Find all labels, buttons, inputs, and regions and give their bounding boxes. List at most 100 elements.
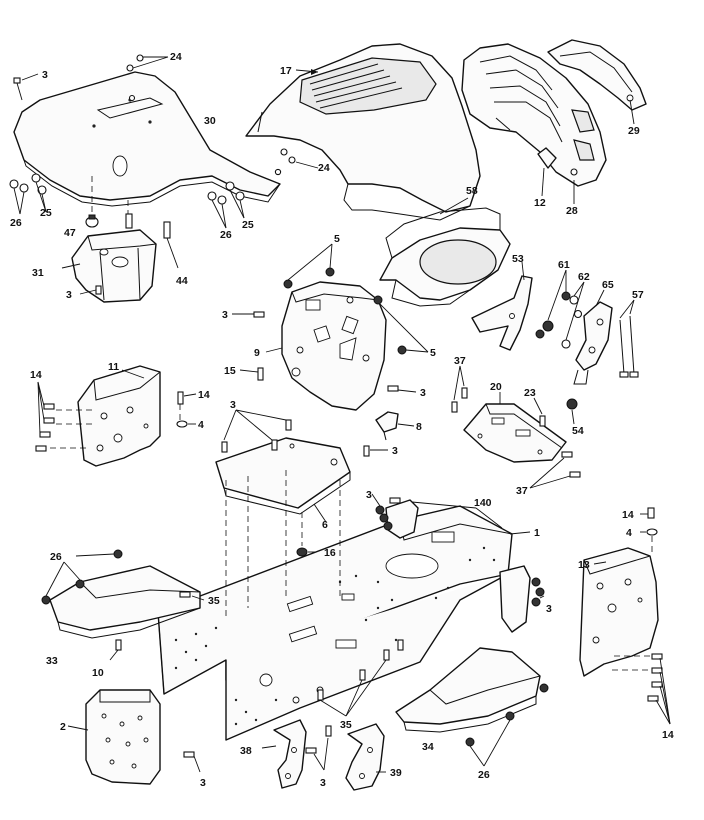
callout-10: 10 xyxy=(92,667,104,679)
callout-44: 44 xyxy=(176,275,188,287)
part-support-bracket-31 xyxy=(71,229,157,303)
callout-20: 20 xyxy=(490,381,502,393)
callout-35-left: 35 xyxy=(208,595,220,607)
callout-39: 39 xyxy=(390,767,402,779)
part-floor-plate-6 xyxy=(215,437,351,515)
callout-5-top: 5 xyxy=(334,233,340,245)
part-hood-panel-30 xyxy=(13,71,281,207)
nut-16 xyxy=(296,512,320,557)
callout-16: 16 xyxy=(324,547,336,559)
screw-10 xyxy=(109,639,122,661)
callout-53: 53 xyxy=(512,253,524,265)
screw-15 xyxy=(239,367,264,381)
part-hood-grille-17 xyxy=(245,43,481,221)
callout-15: 15 xyxy=(224,365,236,377)
callout-57: 57 xyxy=(632,289,644,301)
callout-3-top-left: 3 xyxy=(42,69,48,81)
callout-24-top: 24 xyxy=(170,51,182,63)
fasteners-61-62 xyxy=(535,269,585,349)
fasteners-3-frame xyxy=(371,493,401,531)
callout-65: 65 xyxy=(602,279,614,291)
callout-14-right-bottom: 14 xyxy=(662,729,674,741)
callout-14-left: 14 xyxy=(30,369,42,381)
callout-9: 9 xyxy=(254,347,260,359)
part-clip-12 xyxy=(537,147,557,197)
screw-23 xyxy=(533,397,546,427)
part-footrest-34 xyxy=(395,647,541,733)
callout-33: 33 xyxy=(46,655,58,667)
bolts-14-right xyxy=(612,653,671,725)
part-dash-panel-9 xyxy=(281,281,387,411)
callout-30: 30 xyxy=(204,115,216,127)
callout-24-right: 24 xyxy=(318,162,330,174)
part-nose-cap-29 xyxy=(547,39,647,111)
bolt-14-washer-4-right xyxy=(640,507,658,556)
part-clip-8 xyxy=(375,411,415,441)
callout-14-right-top: 14 xyxy=(622,509,634,521)
screws-37-top xyxy=(451,365,468,413)
callout-3-bracket-bottom: 3 xyxy=(320,777,326,789)
callout-labels: 24 3 30 17 24 29 28 12 25 26 25 26 47 31… xyxy=(10,51,674,789)
callout-4-right: 4 xyxy=(626,527,632,539)
callout-13: 13 xyxy=(578,559,590,571)
screw-3-dash-right xyxy=(387,385,417,393)
callout-8: 8 xyxy=(416,421,422,433)
fasteners-24-top xyxy=(126,54,169,102)
callout-26-left: 26 xyxy=(10,217,22,229)
fastener-44 xyxy=(163,221,179,269)
callout-35-middle: 35 xyxy=(340,719,352,731)
callout-140: 140 xyxy=(474,497,492,509)
callout-3-bracket: 3 xyxy=(66,289,72,301)
screws-37-bottom xyxy=(529,451,581,489)
screw-35-left xyxy=(179,591,205,601)
callout-62: 62 xyxy=(578,271,590,283)
part-bracket-53 xyxy=(471,275,533,351)
callout-58: 58 xyxy=(466,185,478,197)
screw-3-clip xyxy=(363,445,388,457)
fasteners-26-right xyxy=(465,683,549,767)
bolt-14-and-washer-4 xyxy=(176,391,197,428)
screw-3-top-left xyxy=(13,73,39,101)
callout-38: 38 xyxy=(240,745,252,757)
fastener-47 xyxy=(85,214,99,228)
callout-12: 12 xyxy=(534,197,546,209)
callout-3-frame: 3 xyxy=(366,489,372,501)
part-front-plate-2 xyxy=(85,689,161,785)
part-side-panel-11 xyxy=(77,365,161,467)
part-nose-piece xyxy=(461,43,607,187)
part-bracket-38 xyxy=(273,719,307,789)
callout-3-front: 3 xyxy=(200,777,206,789)
callout-29: 29 xyxy=(628,125,640,137)
fasteners-24-right xyxy=(274,148,319,176)
callout-3-clip: 3 xyxy=(392,445,398,457)
callout-47: 47 xyxy=(64,227,76,239)
callout-25-left: 25 xyxy=(40,207,52,219)
callout-26-footrest-left: 26 xyxy=(50,551,62,563)
callout-3-dash-right: 3 xyxy=(420,387,426,399)
part-plate-65 xyxy=(573,301,613,385)
callout-25-mid: 25 xyxy=(242,219,254,231)
callout-31: 31 xyxy=(32,267,44,279)
screws-35-middle xyxy=(317,639,404,717)
callout-1: 1 xyxy=(534,527,540,539)
part-side-panel-13 xyxy=(579,547,659,677)
part-plate-20 xyxy=(463,403,567,463)
callout-2: 2 xyxy=(60,721,66,733)
callout-11: 11 xyxy=(108,361,119,373)
fasteners-25-26-left xyxy=(9,173,47,215)
callout-37-top: 37 xyxy=(454,355,466,367)
callout-3-frame-right: 3 xyxy=(546,603,552,615)
screws-3-floor xyxy=(221,409,292,453)
fasteners-25-26-mid xyxy=(207,181,245,229)
callout-3-floor: 3 xyxy=(230,399,236,411)
screws-3-bracket xyxy=(305,725,332,771)
callout-26-mid: 26 xyxy=(220,229,232,241)
bolts-14-left xyxy=(35,381,96,452)
callout-17: 17 xyxy=(280,65,292,77)
callout-37-bottom: 37 xyxy=(516,485,528,497)
callout-61: 61 xyxy=(558,259,570,271)
part-baffle-58 xyxy=(379,207,511,307)
fastener-54 xyxy=(566,398,578,425)
callout-23: 23 xyxy=(524,387,536,399)
